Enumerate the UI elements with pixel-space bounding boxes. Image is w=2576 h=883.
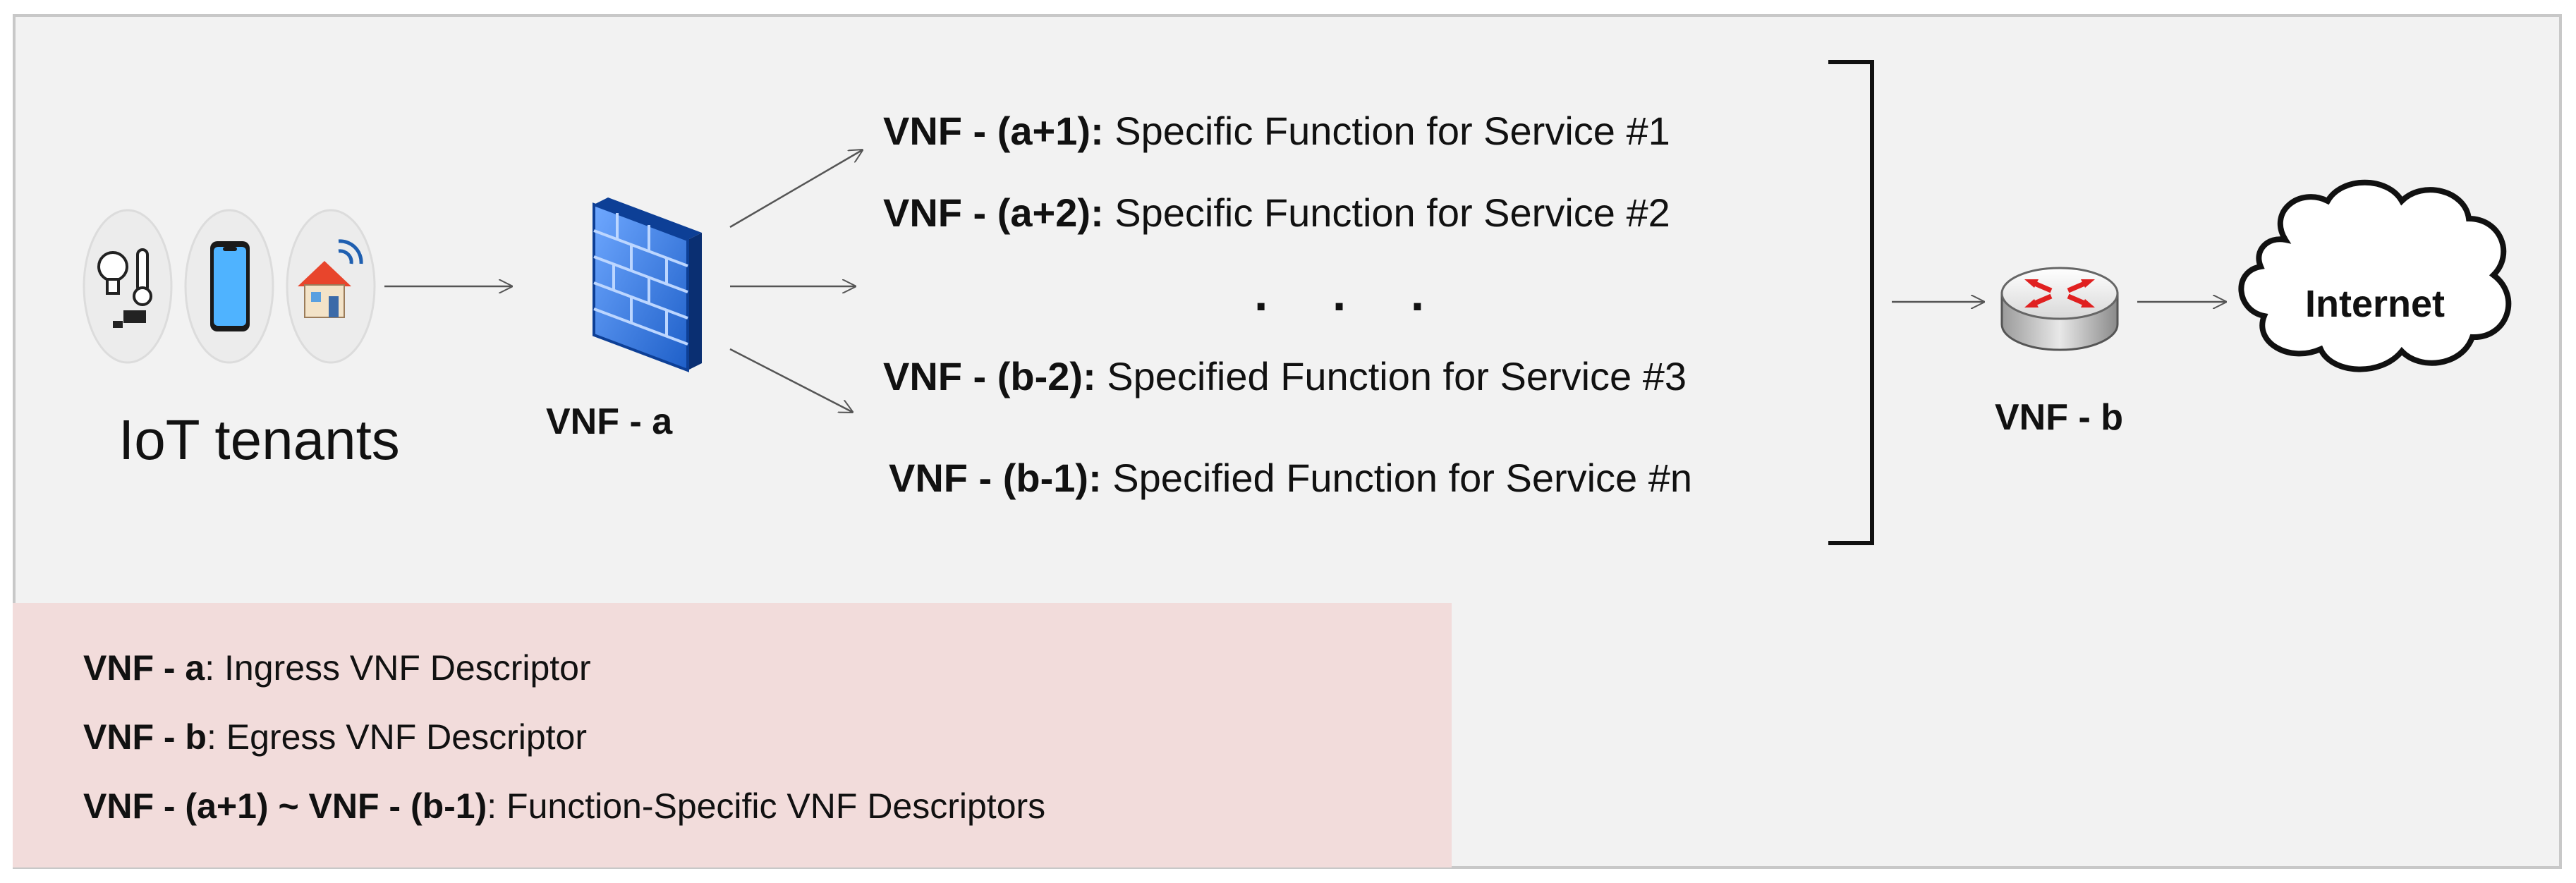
legend-item: VNF - (a+1) ~ VNF - (b-1): Function-Spec… [83, 788, 1045, 824]
function-separator: : [1088, 456, 1102, 500]
function-name: VNF - (a+1) [883, 109, 1091, 153]
smart-home-icon [286, 209, 376, 364]
function-description: Specified Function for Service #n [1101, 456, 1693, 500]
bulb-thermometer-camera-icon [83, 209, 173, 364]
function-description: Specific Function for Service #2 [1103, 190, 1670, 235]
legend-term: VNF - a [83, 648, 205, 688]
arrow-ingress-to-function-bottom [729, 348, 852, 412]
iot-tenants-label: IoT tenants [119, 408, 400, 471]
legend-box: VNF - a: Ingress VNF Descriptor VNF - b:… [13, 603, 1452, 867]
function-row: VNF - (a+2): Specific Function for Servi… [883, 193, 1670, 233]
function-name: VNF - (b-2) [883, 354, 1083, 398]
legend-term: VNF - b [83, 717, 207, 757]
internet-label: Internet [2305, 283, 2446, 325]
function-ellipsis: . . . [1254, 266, 1450, 321]
firewall-icon [593, 197, 702, 372]
function-row: VNF - (a+1): Specific Function for Servi… [883, 111, 1670, 151]
function-group-bracket [1828, 60, 1874, 545]
legend-item: VNF - a: Ingress VNF Descriptor [83, 650, 591, 686]
ingress-vnf-caption: VNF - a [546, 401, 673, 442]
function-description: Specific Function for Service #1 [1103, 109, 1670, 153]
function-row: VNF - (b-2): Specified Function for Serv… [883, 357, 1687, 396]
function-separator: : [1090, 190, 1104, 235]
egress-vnf-caption: VNF - b [1995, 397, 2123, 438]
function-description: Specified Function for Service #3 [1095, 354, 1687, 398]
legend-description: : Egress VNF Descriptor [206, 717, 587, 757]
legend-item: VNF - b: Egress VNF Descriptor [83, 719, 587, 755]
legend-description: : Function-Specific VNF Descriptors [487, 786, 1046, 826]
router-icon [2000, 267, 2119, 351]
function-name: VNF - (b-1) [889, 456, 1089, 500]
cloud-icon [2238, 179, 2512, 372]
legend-description: : Ingress VNF Descriptor [205, 648, 591, 688]
function-row: VNF - (b-1): Specified Function for Serv… [889, 458, 1692, 498]
arrow-ingress-to-function-top [729, 150, 862, 229]
function-separator: : [1083, 354, 1096, 398]
smartphone-icon [184, 209, 274, 364]
legend-term: VNF - (a+1) ~ VNF - (b-1) [83, 786, 487, 826]
function-name: VNF - (a+2) [883, 190, 1091, 235]
function-separator: : [1090, 109, 1104, 153]
